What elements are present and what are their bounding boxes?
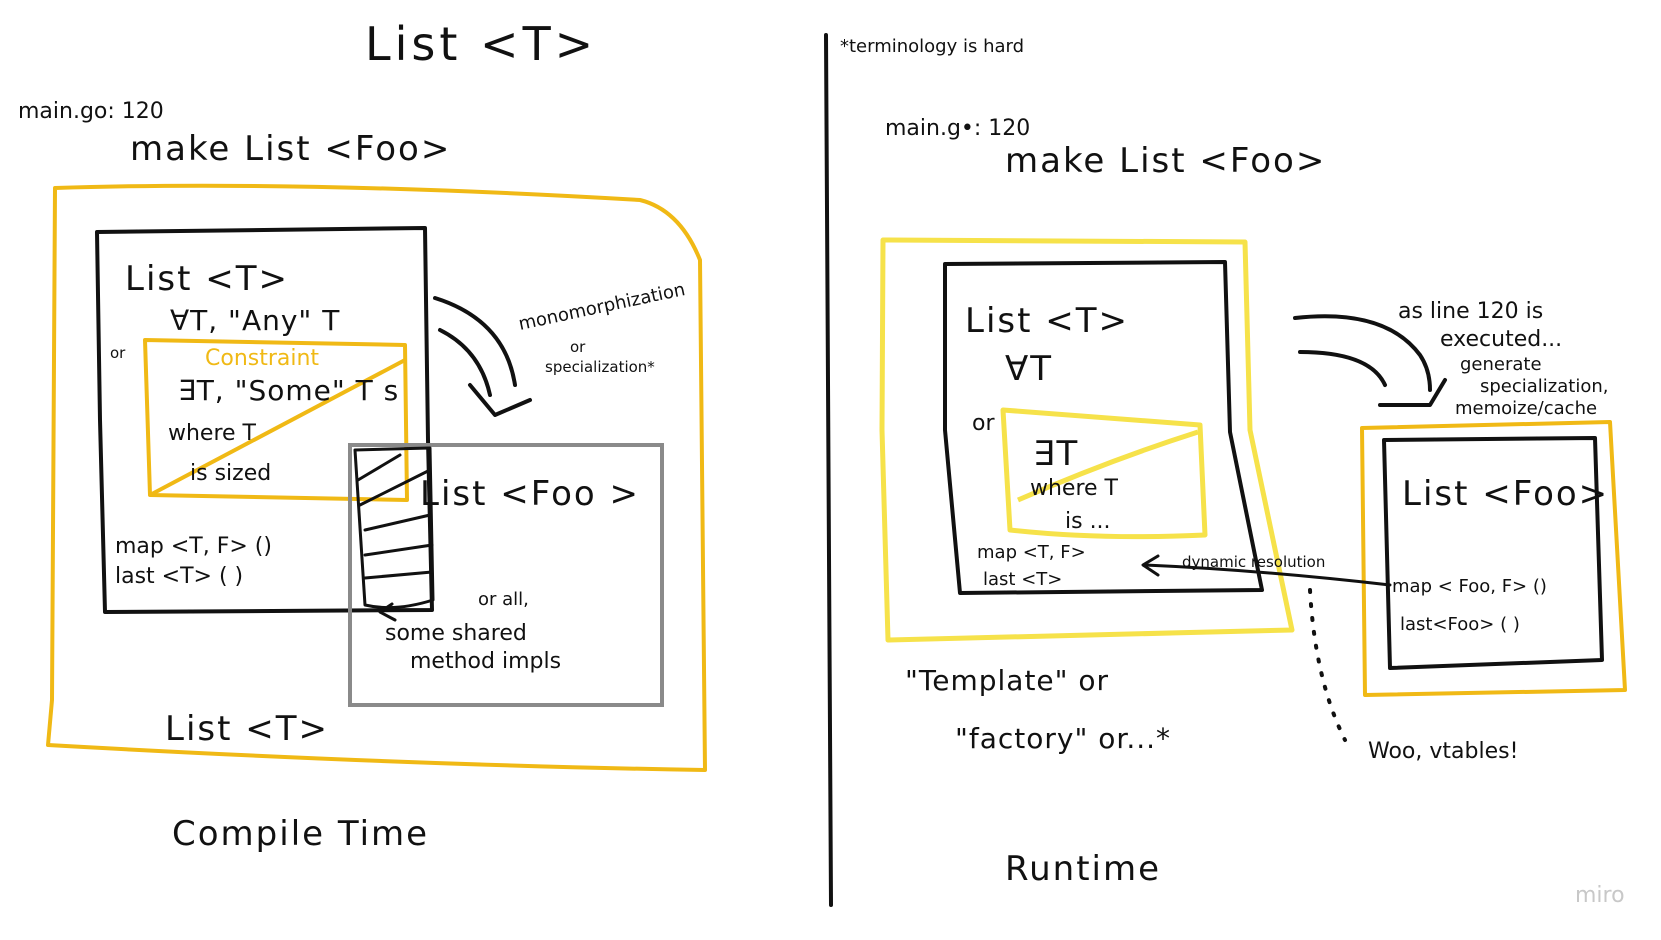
runtime-forall: ∀T	[1005, 349, 1053, 389]
runtime-file-ref: main.g•: 120	[885, 116, 1030, 141]
compile-footer: Compile Time	[172, 814, 429, 854]
compile-or-label: or	[110, 344, 126, 362]
runtime-specialized-box	[1382, 436, 1604, 670]
compile-specialized-box	[348, 443, 664, 707]
compile-constraint-slash	[149, 358, 406, 497]
compile-arrow-label-specialization: specialization*	[545, 358, 655, 376]
runtime-foo-method-map: map < Foo, F> ()	[1392, 576, 1547, 597]
compile-generic-box	[95, 226, 434, 614]
miro-watermark: miro	[1575, 883, 1625, 908]
runtime-method-map: map <T, F>	[977, 542, 1086, 563]
runtime-foo-box-title: List <Foo>	[1402, 474, 1609, 514]
compile-method-map: map <T, F> ()	[115, 534, 272, 559]
compile-shared-line2: some shared	[385, 621, 527, 646]
compile-foo-box-title: List <Foo >	[420, 474, 640, 514]
runtime-dynamic-arrow	[1143, 563, 1392, 587]
runtime-or-label: or	[972, 411, 995, 436]
compile-file-ref: main.go: 120	[18, 99, 164, 124]
section-divider	[824, 33, 833, 907]
compile-make-call: make List <Foo>	[130, 129, 451, 169]
compile-exists-line3: is sized	[190, 461, 271, 486]
runtime-template-frame	[879, 237, 1295, 643]
runtime-box-title: List <T>	[965, 301, 1129, 341]
runtime-note: *terminology is hard	[840, 36, 1024, 57]
runtime-gen-line1: generate	[1460, 354, 1542, 375]
runtime-exists-line1: ∃T	[1033, 434, 1079, 474]
runtime-template-line2: "factory" or...*	[955, 722, 1171, 755]
runtime-exists-box	[1000, 407, 1208, 540]
runtime-exec-line1: as line 120 is	[1398, 299, 1543, 324]
compile-shared-line1: or all,	[478, 589, 529, 610]
runtime-footer: Runtime	[1005, 849, 1161, 889]
runtime-exec-arrowhead	[1378, 378, 1447, 407]
compile-shared-pointer	[378, 602, 397, 622]
runtime-template-line1: "Template" or	[905, 664, 1109, 697]
compile-arrow-label-or: or	[570, 338, 586, 356]
runtime-exec-line2: executed...	[1440, 327, 1562, 352]
compile-bottom-label: List <T>	[165, 709, 329, 749]
compile-overlap-hatch	[353, 446, 435, 610]
runtime-exists-line3: is ...	[1065, 509, 1111, 534]
runtime-foo-method-last: last<Foo> ( )	[1400, 614, 1520, 635]
compile-exists-line1: ∃T, "Some" T s	[178, 374, 399, 407]
runtime-exec-arrow-lower	[1298, 350, 1387, 387]
compile-forall: ∀T, "Any" T	[170, 304, 340, 337]
compile-box-title: List <T>	[125, 259, 289, 299]
compile-constraint-box	[143, 338, 409, 502]
compile-shared-line3: method impls	[410, 649, 561, 674]
runtime-vtable-dotted	[1308, 588, 1347, 742]
compile-monomorph-arrowhead	[468, 383, 532, 417]
compile-arrow-label-monomorph: monomorphization	[517, 279, 687, 335]
compile-outer-frame	[46, 183, 707, 772]
runtime-vtables-label: Woo, vtables!	[1368, 739, 1518, 764]
runtime-gen-line2: specialization,	[1480, 376, 1609, 397]
runtime-dynamic-arrowhead	[1141, 554, 1160, 577]
runtime-exists-line2: where T	[1030, 476, 1119, 501]
compile-title: List <T>	[365, 17, 597, 71]
compile-exists-line2: where T	[168, 421, 257, 446]
compile-method-last: last <T> ( )	[115, 564, 243, 589]
compile-monomorph-arrow-inner	[438, 328, 492, 397]
runtime-specialized-frame	[1360, 420, 1627, 697]
runtime-make-call: make List <Foo>	[1005, 141, 1326, 181]
compile-monomorph-arrow	[433, 296, 517, 387]
runtime-gen-line3: memoize/cache	[1455, 398, 1597, 419]
runtime-method-last: last <T>	[983, 569, 1062, 590]
runtime-dynamic-label: dynamic resolution	[1182, 553, 1325, 571]
runtime-generic-box	[943, 260, 1264, 595]
runtime-exists-slash	[1017, 429, 1199, 503]
runtime-exec-arrow-upper	[1293, 314, 1432, 392]
compile-constraint-label: Constraint	[205, 346, 319, 371]
